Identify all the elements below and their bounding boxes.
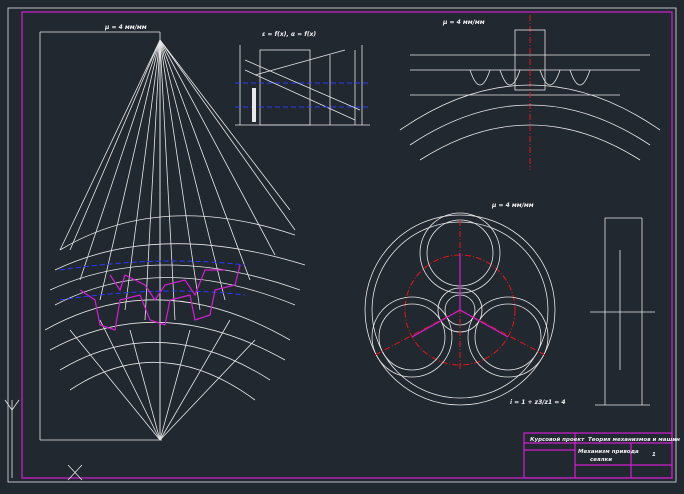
ucs-icon [4, 399, 83, 481]
sheet-number: 1 [652, 452, 656, 458]
scale-label: μ = 4 мм/мм [104, 24, 147, 31]
scale-label-planet: μ = 4 мм/мм [491, 202, 534, 209]
scale-label-right: μ = 4 мм/мм [442, 19, 485, 26]
title-block: Курсовой проект Теория механизмов и маши… [523, 432, 680, 479]
internal-gear-view: μ = 4 мм/мм [399, 15, 661, 170]
gear-engagement-view: μ = 4 мм/мм [39, 24, 306, 441]
graph-title: ε = f(x), α = f(x) [262, 31, 316, 38]
theme-label: Теория механизмов и машин [588, 437, 680, 443]
planetary-mechanism: μ = 4 мм/мм i = 1 + z3/z1 = 4 [364, 202, 566, 406]
drawing-subtitle: сеялки [590, 457, 612, 463]
outer-frame [7, 7, 677, 483]
ratio-formula: i = 1 + z3/z1 = 4 [510, 399, 566, 406]
efficiency-graph: ε = f(x), α = f(x) [235, 31, 370, 126]
developer-label: Курсовой проект [530, 437, 585, 443]
drawing-title: Механизм привода [578, 449, 639, 455]
drawing-frame [21, 11, 673, 479]
kinematic-scheme [590, 217, 655, 406]
